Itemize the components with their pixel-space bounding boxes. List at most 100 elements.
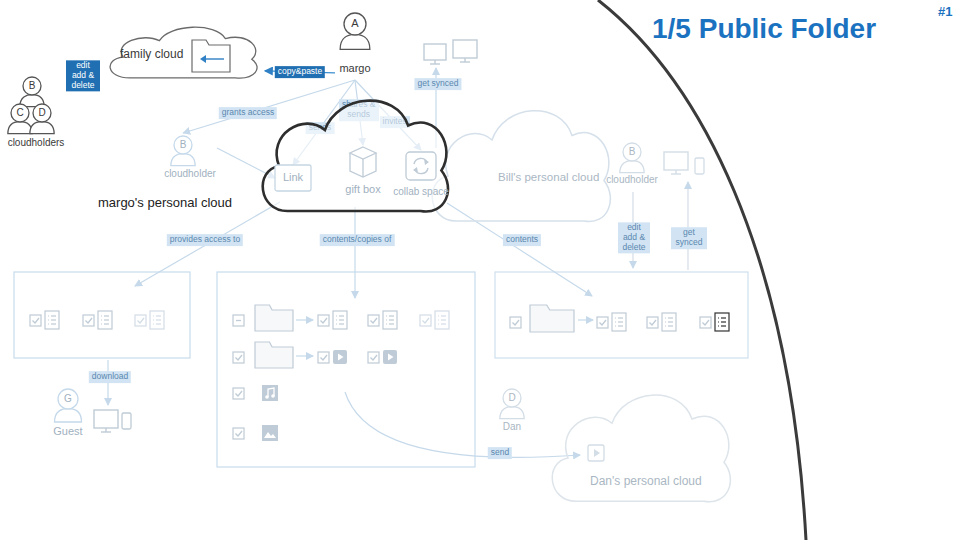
check-mark bbox=[321, 355, 328, 360]
video-icon bbox=[588, 445, 604, 461]
slide-title: 1/5 Public Folder bbox=[652, 14, 876, 45]
checkbox bbox=[647, 317, 658, 328]
checkbox bbox=[368, 315, 379, 326]
doc-line bbox=[339, 323, 344, 324]
doc-line bbox=[441, 319, 446, 320]
doc-line bbox=[389, 319, 394, 320]
cloud-shape: Linkgift boxcollab spacemargo's personal… bbox=[250, 85, 458, 220]
person-letter: D bbox=[508, 392, 515, 404]
node-label: cloudholders bbox=[8, 137, 65, 149]
action-tag: send bbox=[488, 447, 512, 459]
gift-box: gift box bbox=[338, 145, 388, 201]
doc-line bbox=[51, 323, 56, 324]
doc-bullet bbox=[615, 317, 616, 318]
node-label: gift box bbox=[345, 183, 380, 196]
collab-outline bbox=[406, 152, 436, 180]
doc-bullet bbox=[153, 319, 154, 320]
check-mark bbox=[513, 320, 520, 325]
arrow bbox=[296, 355, 313, 356]
checkbox bbox=[700, 317, 711, 328]
play-mark bbox=[594, 449, 600, 457]
doc-bullet bbox=[386, 323, 387, 324]
checkbox bbox=[83, 315, 94, 326]
arrow bbox=[578, 319, 593, 320]
checkbox bbox=[597, 317, 608, 328]
doc-bullet bbox=[438, 323, 439, 324]
cloud-shape: Bill's personal cloud bbox=[420, 95, 620, 230]
paste-arrow-head bbox=[200, 55, 206, 63]
monitor-icon bbox=[664, 152, 688, 170]
folder-icon bbox=[255, 342, 293, 368]
node-label: Dan bbox=[503, 421, 521, 433]
node-label: collab space bbox=[393, 186, 449, 198]
action-tag: get synced bbox=[671, 227, 707, 249]
video-icon bbox=[383, 350, 397, 364]
doc-line bbox=[156, 323, 161, 324]
edge-label: edit add & delete bbox=[66, 60, 100, 91]
person-head bbox=[503, 389, 521, 407]
checkbox bbox=[233, 428, 244, 439]
file-panel bbox=[217, 272, 475, 467]
doc-line bbox=[389, 323, 394, 324]
action-tag: get synced bbox=[414, 78, 461, 90]
doc-line bbox=[721, 321, 726, 322]
checkbox bbox=[368, 352, 379, 363]
doc-line bbox=[721, 317, 726, 318]
check-mark bbox=[423, 318, 430, 323]
doc-line bbox=[618, 321, 623, 322]
access-line bbox=[135, 202, 280, 286]
doc-line bbox=[339, 315, 344, 316]
play-mark bbox=[338, 354, 344, 361]
person: Amargo bbox=[335, 8, 375, 80]
doc-line bbox=[51, 315, 56, 316]
person-group: BCDcloudholders bbox=[6, 66, 66, 152]
callout-number: #1 bbox=[938, 4, 952, 19]
doc-line bbox=[668, 317, 673, 318]
person-head bbox=[11, 104, 29, 122]
doc-bullet bbox=[665, 325, 666, 326]
checkbox bbox=[510, 317, 521, 328]
doc-line bbox=[51, 319, 56, 320]
doc-bullet bbox=[718, 317, 719, 318]
collab-space: collab space bbox=[390, 150, 452, 202]
person-letter: C bbox=[16, 107, 23, 119]
shape-outline bbox=[420, 95, 620, 230]
doc-bullet bbox=[153, 323, 154, 324]
doc-bullet bbox=[101, 319, 102, 320]
phone-icon bbox=[122, 413, 131, 429]
action-tag: contents bbox=[503, 234, 541, 246]
checkbox bbox=[135, 315, 146, 326]
doc-bullet bbox=[48, 323, 49, 324]
monitor-base bbox=[430, 63, 440, 64]
node-label: Link bbox=[283, 171, 303, 184]
person: GGuest bbox=[46, 385, 90, 443]
node-label: margo bbox=[339, 62, 370, 75]
check-mark bbox=[86, 318, 93, 323]
document-icon bbox=[612, 313, 626, 331]
document-icon bbox=[333, 311, 347, 329]
doc-line bbox=[721, 325, 726, 326]
person: D Dan bbox=[494, 385, 530, 440]
doc-line bbox=[389, 315, 394, 316]
checkbox bbox=[30, 315, 41, 326]
cloud-outline bbox=[552, 395, 730, 502]
node-label: Bill's personal cloud bbox=[498, 171, 599, 185]
document-icon bbox=[662, 313, 676, 331]
checkbox bbox=[318, 352, 329, 363]
action-tag: edit add & delete bbox=[618, 222, 650, 253]
node-label: cloudholder bbox=[164, 168, 216, 180]
cloud-shape: Dan's personal cloud bbox=[540, 380, 740, 510]
link-outline bbox=[275, 165, 311, 191]
contents-line bbox=[354, 207, 355, 298]
check-mark bbox=[703, 320, 710, 325]
edge-label: grants access bbox=[219, 107, 277, 119]
mountain-mark bbox=[264, 432, 276, 438]
person: Bcloudholder bbox=[165, 133, 217, 183]
overlay-area bbox=[598, 0, 960, 540]
person-head bbox=[58, 389, 78, 409]
action-tag: contents/copies of bbox=[320, 234, 395, 246]
cloud-outline bbox=[110, 27, 257, 78]
checkbox bbox=[318, 315, 329, 326]
document-icon bbox=[98, 311, 112, 329]
